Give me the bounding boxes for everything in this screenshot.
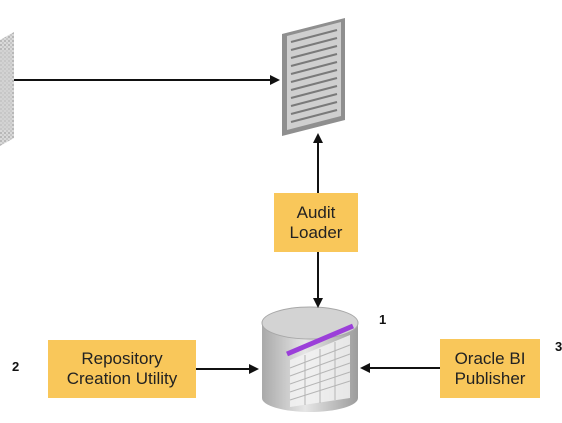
bi-publisher-marker-3: 3 [555, 339, 562, 354]
audit-loader-box: Audit Loader [274, 193, 358, 252]
server-icon [0, 32, 14, 146]
oracle-bi-publisher-box: Oracle BI Publisher [440, 339, 540, 398]
database-icon [261, 306, 359, 412]
audit-log-document-icon [282, 18, 345, 136]
rcu-marker-2: 2 [12, 359, 20, 374]
repository-creation-utility-box: Repository Creation Utility [48, 340, 196, 398]
database-marker-1: 1 [379, 312, 387, 327]
